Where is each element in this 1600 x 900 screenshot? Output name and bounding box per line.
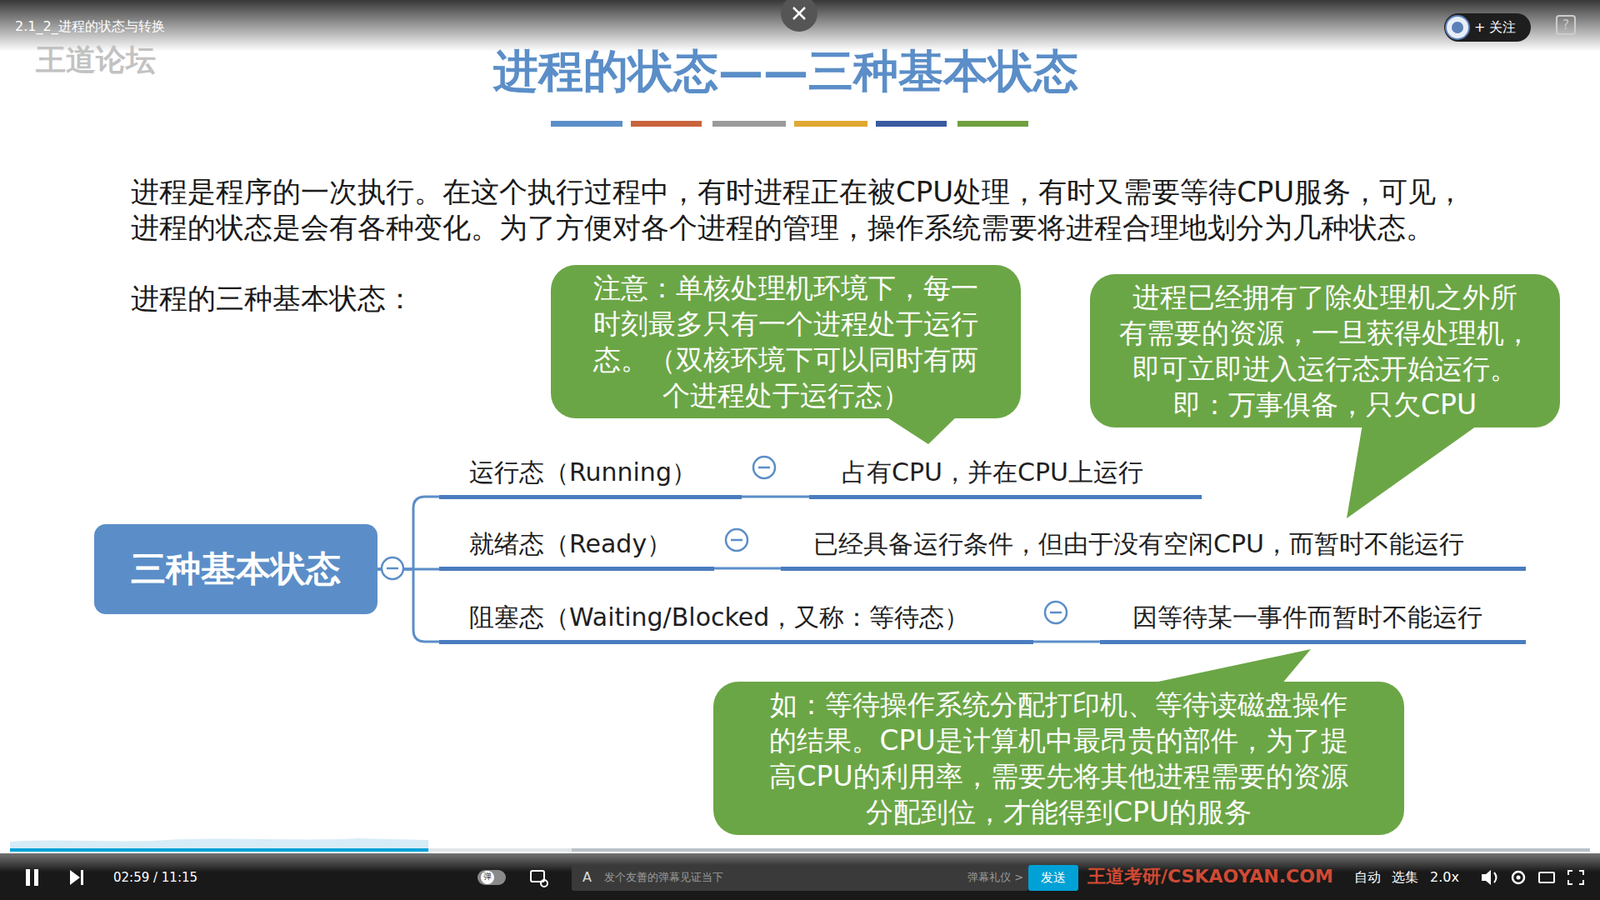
branch-connector — [1033, 640, 1100, 644]
state-branch: 占有CPU，并在CPU上运行 — [809, 453, 1202, 500]
close-cross — [793, 7, 805, 20]
node-text: 如：等待操作系统分配打印机、等待读磁盘操作 的结果。CPU是计算机中最昂贵的部件… — [756, 686, 1361, 830]
danmaku-knob — [480, 870, 495, 885]
slide-label: 发送 — [1040, 870, 1066, 885]
collapse-minus — [386, 567, 399, 570]
follow-pill — [1444, 13, 1531, 42]
slide-label: A — [582, 869, 592, 885]
callout-bubble: 注意：单核处理机环境下，每一 时刻最多只有一个进程处于运行 态。（双核环境下可以… — [550, 265, 1021, 419]
slide-label: 2.1_2_进程的状态与转换 — [15, 18, 165, 35]
progress-played — [10, 848, 429, 852]
danmaku-toggle — [477, 870, 506, 885]
progress-wave — [10, 838, 429, 849]
node-text: 占有CPU，并在CPU上运行 — [841, 456, 1195, 489]
avatar — [1445, 15, 1470, 40]
color-bar — [957, 120, 1029, 127]
collapse-minus — [730, 539, 743, 542]
slide-label: 弹幕礼仪 > — [967, 870, 1024, 885]
node-text: 三种基本状态 — [130, 545, 341, 593]
color-bar — [630, 120, 702, 127]
state-branch: 已经具备运行条件，但由于没有空闲CPU，而暂时不能运行 — [780, 525, 1526, 571]
state-branch: 就绪态（Ready） — [439, 525, 715, 571]
danmaku-settings — [540, 880, 548, 887]
next-icon — [80, 870, 84, 885]
pause-icon — [25, 869, 30, 886]
settings-icon — [1516, 875, 1521, 880]
danmaku-input — [571, 865, 1029, 891]
progress-buffer — [428, 848, 572, 852]
collapse-circle — [753, 456, 775, 479]
slide-label: 选集 — [1391, 869, 1419, 885]
slide-label: 2.0x — [1430, 869, 1460, 885]
state-branch: 因等待某一事件而暂时不能运行 — [1100, 598, 1526, 645]
slide-label: 自动 — [1354, 869, 1381, 885]
next-icon — [70, 870, 80, 885]
collapse-circle — [381, 557, 404, 580]
collapse-circle — [725, 529, 748, 551]
state-branch: 阻塞态（Waiting/Blocked，又称：等待态） — [439, 598, 1034, 645]
slide-label: 02:59 / 11:15 — [113, 870, 198, 885]
callout-tail — [883, 415, 959, 445]
node-text: 因等待某一事件而暂时不能运行 — [1132, 601, 1520, 634]
branch-connector — [377, 569, 440, 642]
node-text: 就绪态（Ready） — [469, 528, 708, 560]
color-bar — [875, 120, 947, 127]
slide-label: 进程是程序的一次执行。在这个执行过程中，有时进程正在被CPU处理，有时又需要等待… — [130, 174, 1565, 246]
volume-icon — [1494, 872, 1497, 883]
color-bar — [712, 120, 786, 127]
pause-icon — [34, 869, 39, 886]
node-text: 注意：单核处理机环境下，每一 时刻最多只有一个进程处于运行 态。（双核环境下可以… — [581, 270, 990, 414]
callout-tail — [1346, 424, 1480, 519]
node-text: 阻塞态（Waiting/Blocked，又称：等待态） — [469, 601, 1027, 634]
slide-label: + 关注 — [1474, 19, 1517, 35]
slide-title: 进程的状态——三种基本状态 — [493, 46, 1079, 96]
volume-icon — [1481, 870, 1491, 885]
color-bar — [794, 120, 868, 127]
help-icon — [1556, 15, 1575, 35]
collapse-minus — [1050, 611, 1062, 615]
color-bar — [550, 120, 623, 127]
avatar-inner — [1451, 21, 1464, 34]
settings-icon — [1512, 871, 1525, 884]
slide-label: 进程的三种基本状态： — [130, 281, 415, 316]
progress-track — [10, 848, 1590, 852]
callout-bubble: 如：等待操作系统分配打印机、等待读磁盘操作 的结果。CPU是计算机中最昂贵的部件… — [713, 681, 1405, 835]
branch-connector — [741, 495, 810, 499]
collapse-circle — [1045, 601, 1067, 624]
slide-label: 发个友善的弹幕见证当下 — [604, 870, 724, 885]
callout-bubble: 进程已经拥有了除处理机之外所 有需要的资源，一旦获得处理机， 即可立即进入运行态… — [1090, 274, 1560, 428]
send-button — [1028, 865, 1079, 891]
branch-connector — [714, 567, 781, 570]
node-text: 进程已经拥有了除处理机之外所 有需要的资源，一旦获得处理机， 即可立即进入运行态… — [1108, 279, 1542, 423]
slide-label: 弹 — [483, 872, 492, 881]
slide-label: ? — [1562, 17, 1570, 33]
widescreen-icon — [1539, 872, 1555, 883]
node-text: 已经具备运行条件，但由于没有空闲CPU，而暂时不能运行 — [813, 528, 1520, 560]
fullscreen-icon — [1568, 870, 1584, 885]
collapse-minus — [758, 466, 770, 470]
callout-tail — [1142, 649, 1311, 685]
slide-label: 王道论坛 — [35, 41, 156, 78]
state-branch: 运行态（Running） — [439, 453, 742, 500]
close-button — [780, 0, 818, 32]
root-box: 三种基本状态 — [94, 524, 378, 615]
node-text: 运行态（Running） — [469, 456, 735, 489]
slide-label: 王道考研/CSKAOYAN.COM — [1087, 865, 1334, 888]
